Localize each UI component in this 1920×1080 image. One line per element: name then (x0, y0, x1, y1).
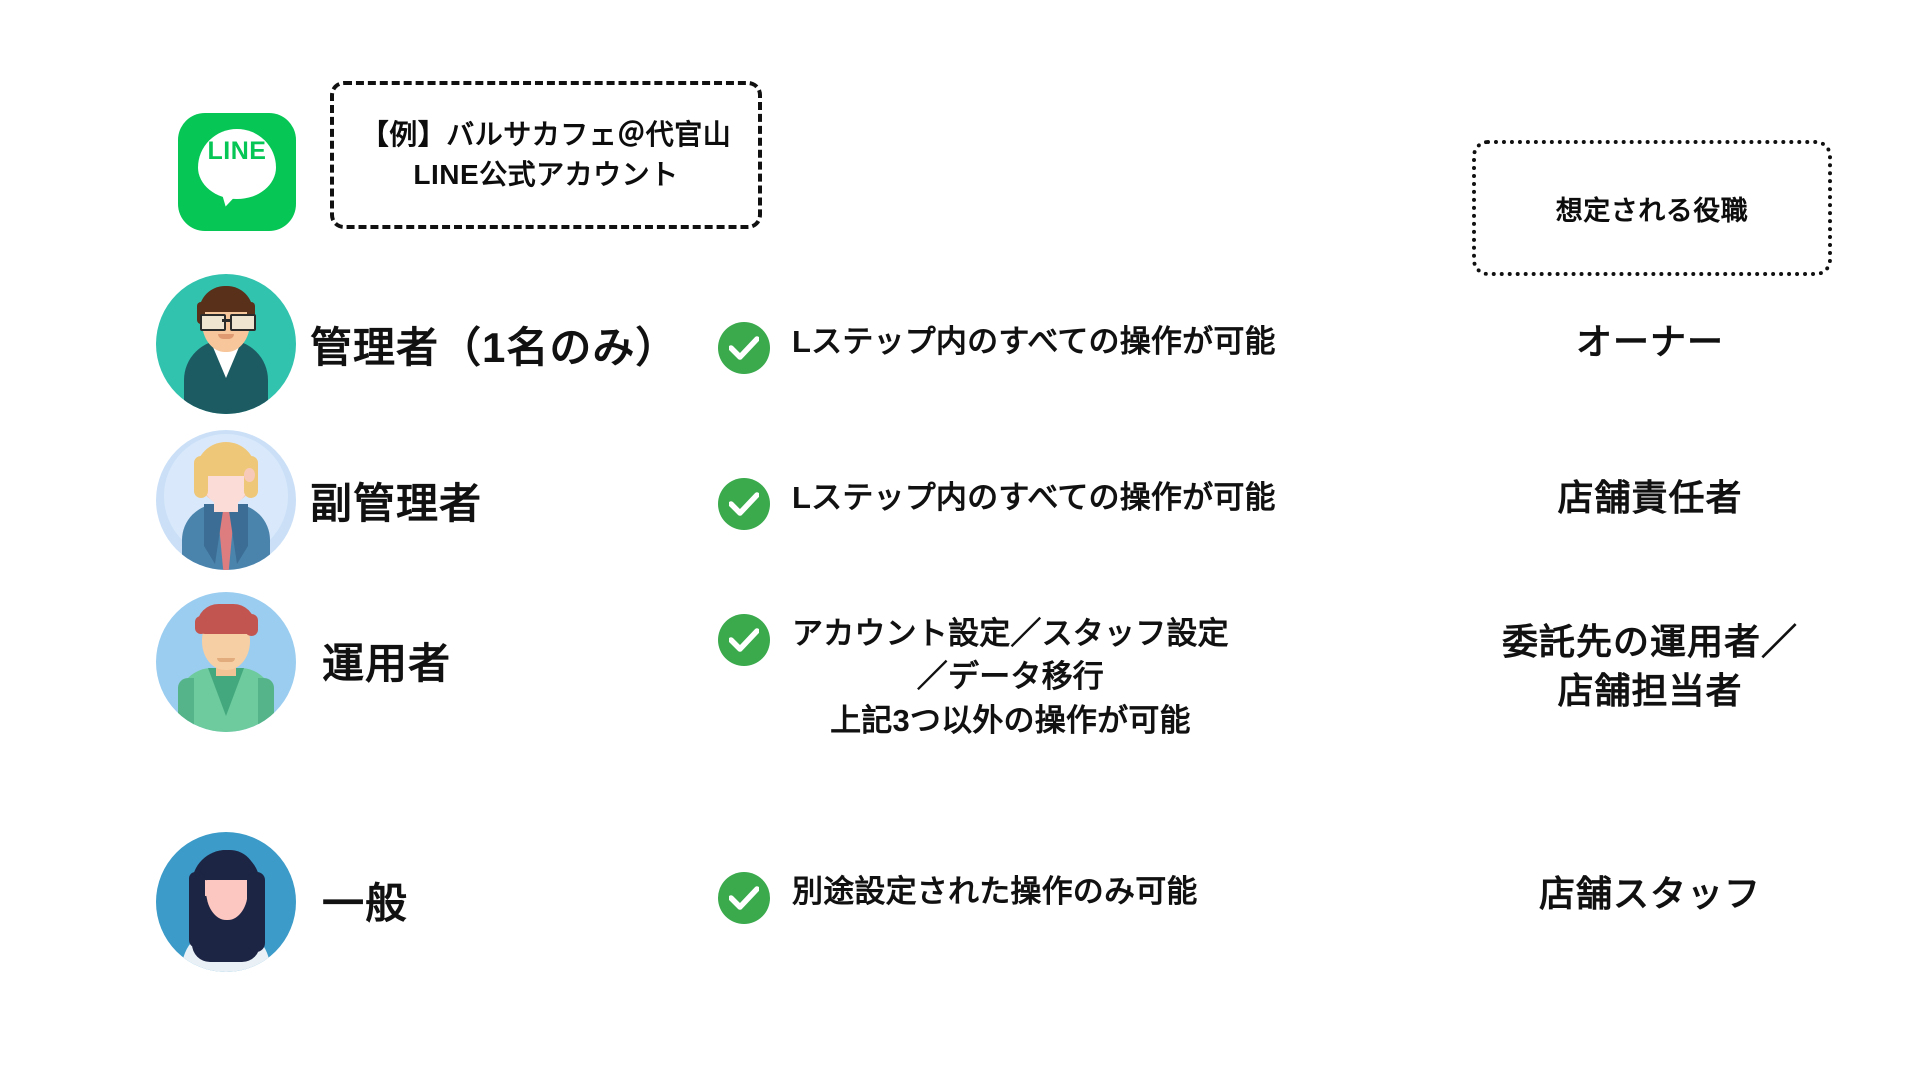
permission-text: Lステップ内のすべての操作が可能 (792, 324, 1276, 359)
role-label: 副管理者 (310, 480, 483, 527)
avatar-sub-admin (156, 430, 296, 570)
assumed-role-text: 委託先の運用者／ 店舗担当者 (1501, 621, 1798, 711)
table-row: 運用者 アカウント設定／スタッフ設定 ／データ移行 上記3つ以外の操作が可能 委… (0, 584, 1920, 774)
check-circle-icon (718, 478, 770, 530)
permission-text: アカウント設定／スタッフ設定 ／データ移行 上記3つ以外の操作が可能 (792, 616, 1229, 738)
assumed-role-text: 店舗スタッフ (1538, 873, 1761, 914)
role-label: 管理者（1名のみ） (310, 324, 679, 371)
line-logo-text: LINE (207, 137, 267, 165)
permission-cell: アカウント設定／スタッフ設定 ／データ移行 上記3つ以外の操作が可能 (718, 612, 1229, 742)
permission-cell: Lステップ内のすべての操作が可能 (718, 476, 1276, 530)
assumed-role-header-text: 想定される役職 (1555, 195, 1749, 226)
account-name-text: 【例】バルサカフェ＠代官山 LINE公式アカウント (360, 119, 732, 190)
check-circle-icon (718, 614, 770, 666)
avatar-operator (156, 592, 296, 732)
assumed-role-header-box: 想定される役職 (1472, 140, 1832, 276)
check-circle-icon (718, 872, 770, 924)
permission-text: Lステップ内のすべての操作が可能 (792, 480, 1276, 515)
table-row: 一般 別途設定された操作のみ可能 店舗スタッフ (0, 832, 1920, 972)
permission-text: 別途設定された操作のみ可能 (792, 874, 1198, 909)
table-row: 副管理者 Lステップ内のすべての操作が可能 店舗責任者 (0, 430, 1920, 570)
line-logo-icon: LINE (178, 113, 296, 231)
table-row: 管理者（1名のみ） Lステップ内のすべての操作が可能 オーナー (0, 274, 1920, 414)
line-bubble-tail-icon (216, 185, 243, 209)
role-label: 運用者 (322, 640, 452, 687)
account-name-box: 【例】バルサカフェ＠代官山 LINE公式アカウント (330, 81, 762, 229)
role-label: 一般 (322, 880, 409, 927)
avatar-admin (156, 274, 296, 414)
check-circle-icon (718, 322, 770, 374)
permission-cell: Lステップ内のすべての操作が可能 (718, 320, 1276, 374)
assumed-role-text: 店舗責任者 (1557, 477, 1743, 518)
avatar-general (156, 832, 296, 972)
assumed-role-text: オーナー (1575, 321, 1724, 362)
permission-cell: 別途設定された操作のみ可能 (718, 870, 1198, 924)
line-speech-bubble-icon (198, 129, 276, 199)
